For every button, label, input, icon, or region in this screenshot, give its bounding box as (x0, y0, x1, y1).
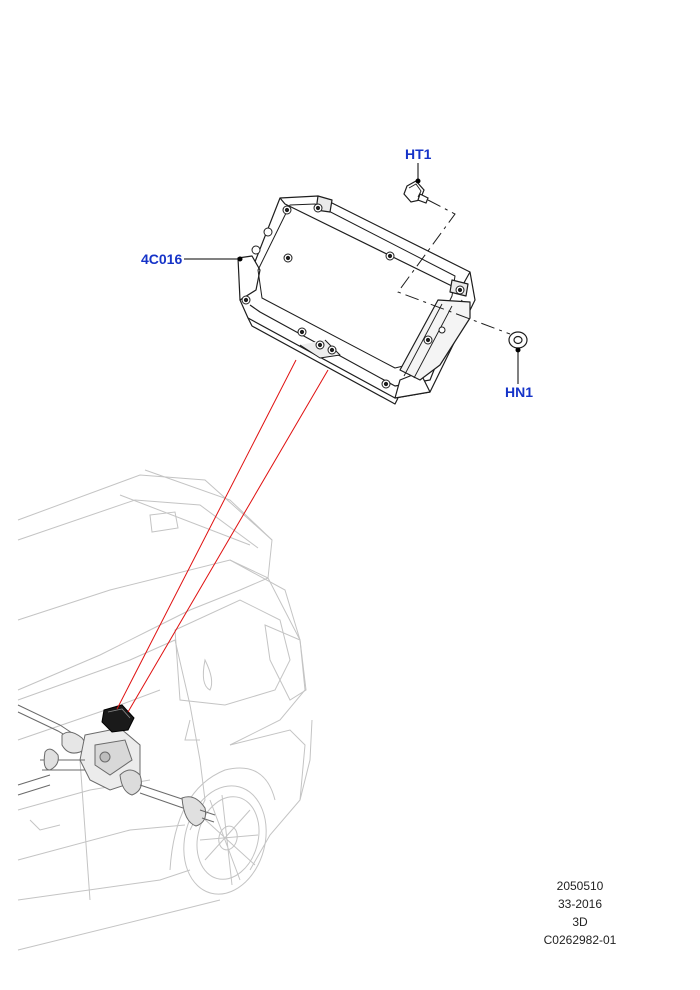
reference-block: 2050510 33-2016 3D C0262982-01 (520, 877, 640, 949)
control-module-4C016 (237, 195, 476, 405)
rear-driveline (17, 704, 216, 827)
callout-label-bolt: HT1 (405, 146, 432, 162)
callout-label-nut: HN1 (505, 384, 534, 400)
bolt-HT1 (403, 180, 429, 204)
nut-HN1 (508, 331, 528, 349)
callout-leaders (184, 163, 521, 384)
module-location-marker (101, 704, 135, 733)
module-fastener-holes (241, 203, 465, 389)
reference-line-2: 33-2016 (557, 897, 603, 911)
callout-label-module: 4C016 (141, 251, 183, 267)
reference-line-3: 3D (572, 915, 588, 929)
vehicle-outline (17, 469, 313, 951)
locator-lines (116, 359, 329, 713)
reference-line-4: C0262982-01 (543, 933, 617, 947)
reference-line-1: 2050510 (556, 879, 604, 893)
